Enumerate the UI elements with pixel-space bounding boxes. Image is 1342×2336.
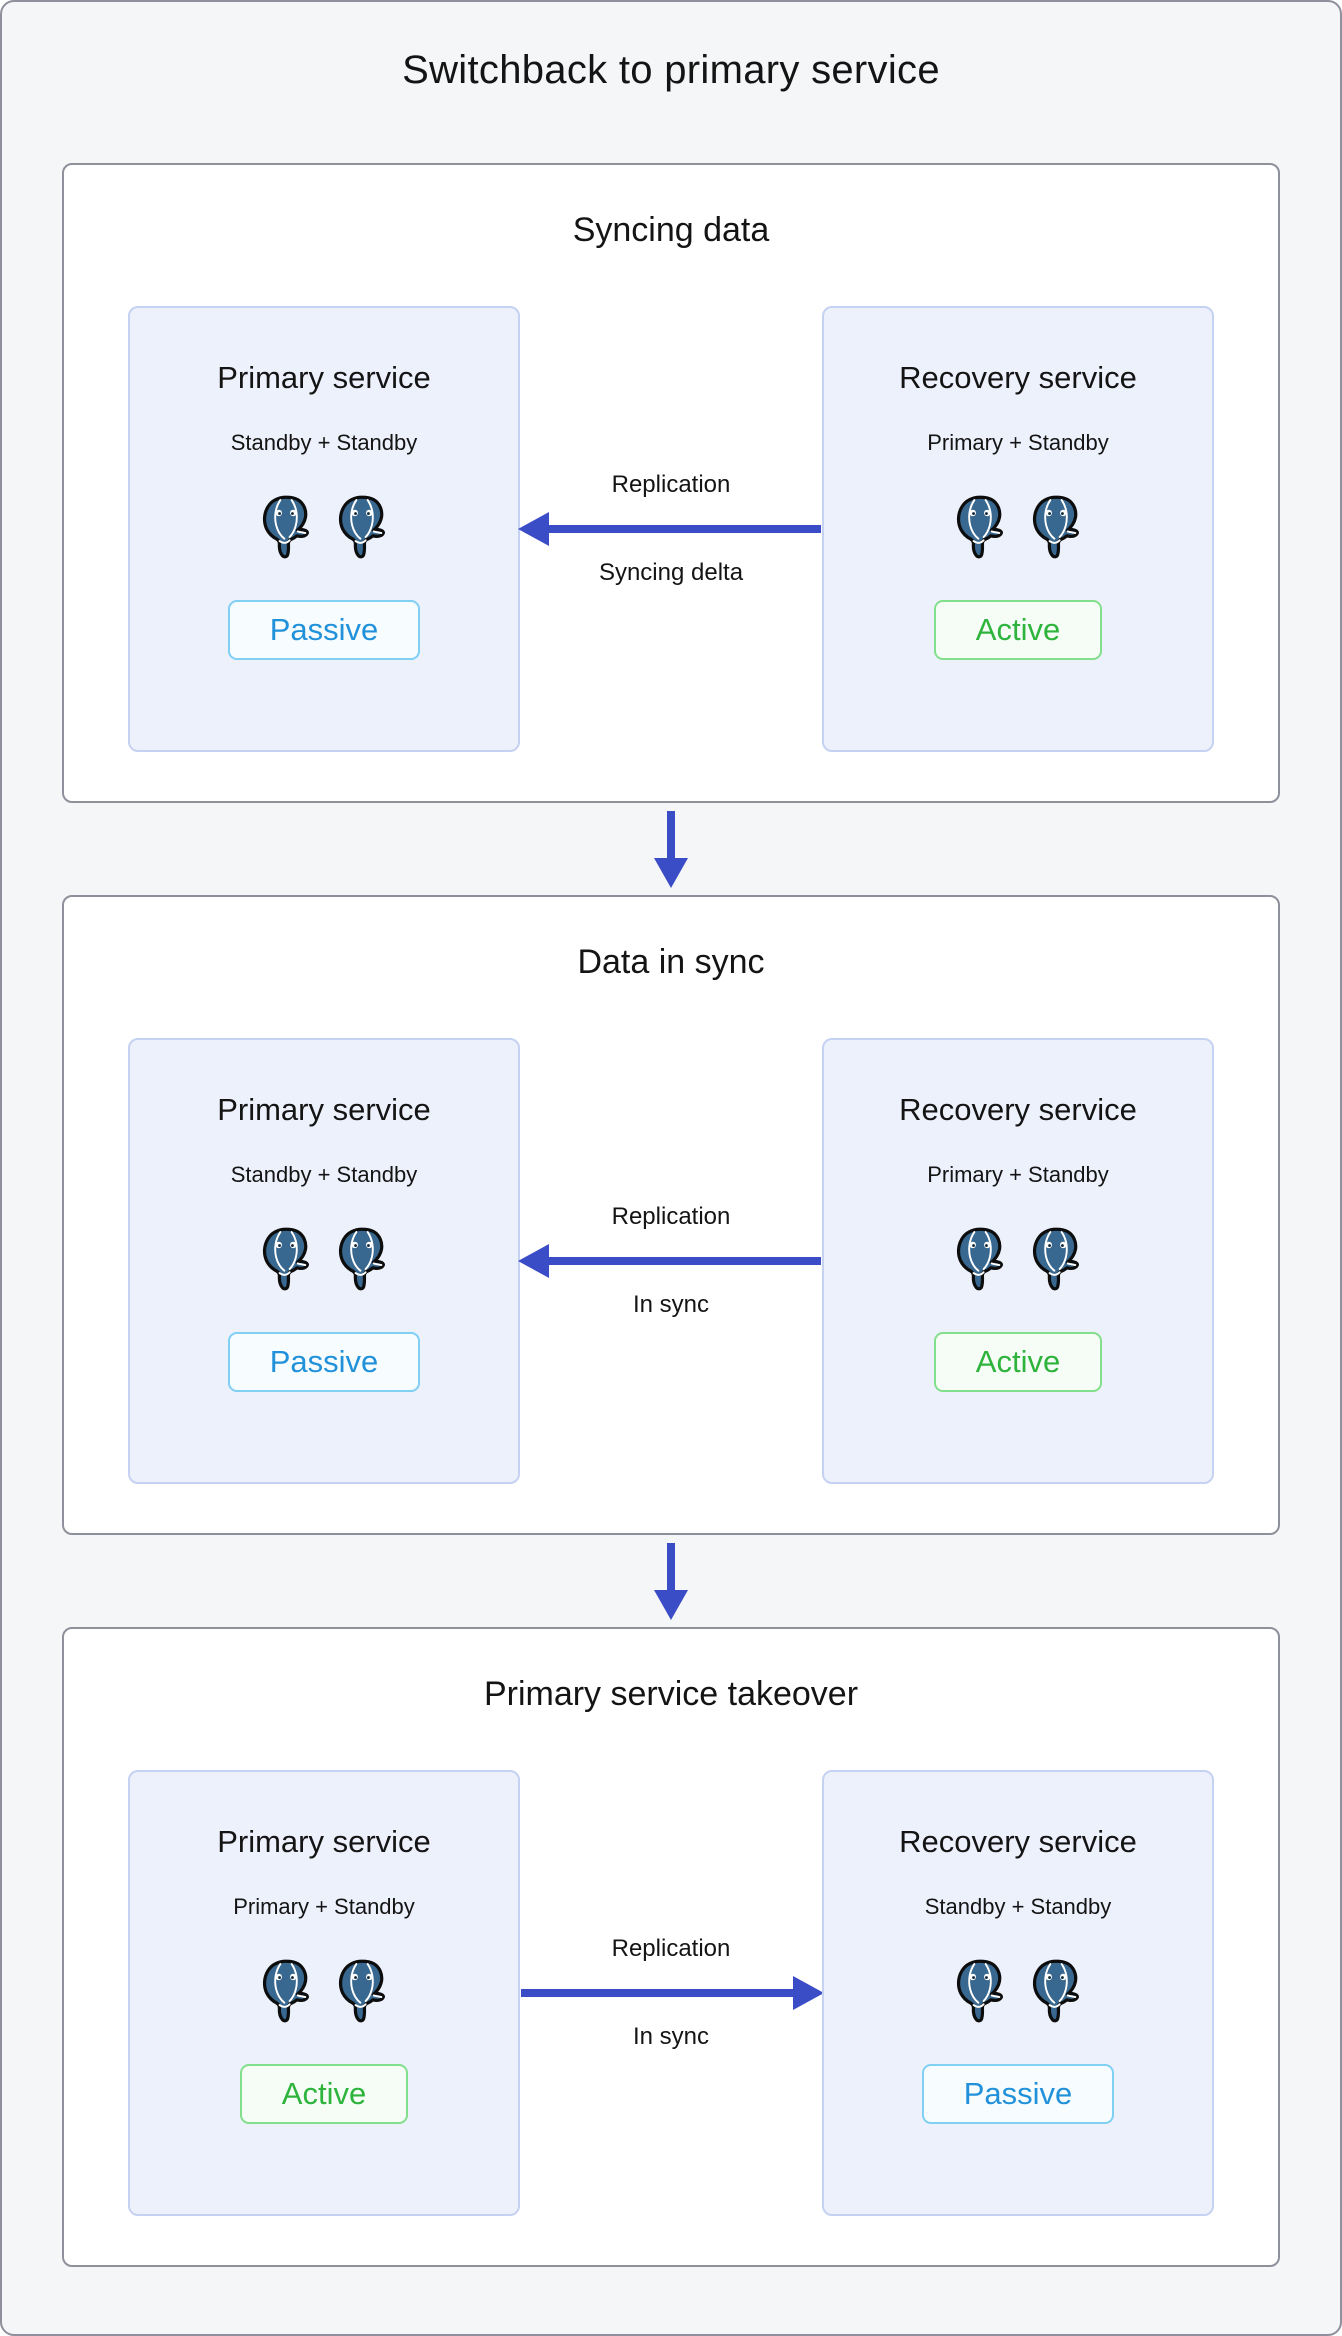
service-roles-label: Standby + Standby [924, 1894, 1112, 1919]
service-roles-label: Standby + Standby [230, 430, 418, 455]
replication-arrow-icon [518, 1244, 821, 1278]
page-title: Switchback to primary service [402, 48, 940, 92]
status-badge: Active [933, 1332, 1103, 1392]
service-title: Primary service [217, 360, 431, 395]
primary-service-card: Primary service Standby + Standby Passiv… [128, 1038, 520, 1484]
service-title: Recovery service [899, 360, 1137, 395]
postgresql-elephant-icon [260, 494, 312, 560]
database-icons-row [954, 1958, 1082, 2024]
arrow-label-bottom: In sync [632, 1291, 710, 1318]
arrow-label-bottom: Syncing delta [598, 559, 744, 586]
primary-service-card: Primary service Primary + Standby Active [128, 1770, 520, 2216]
arrow-label-top: Replication [611, 471, 731, 498]
postgresql-elephant-icon [1030, 494, 1082, 560]
down-arrow-icon [654, 811, 688, 888]
service-roles-label: Primary + Standby [927, 1162, 1109, 1187]
postgresql-elephant-icon [1030, 1226, 1082, 1292]
replication-arrow-icon [518, 512, 821, 546]
postgresql-elephant-icon [260, 1226, 312, 1292]
section-primary-service-takeover: Primary service takeover Primary service… [62, 1627, 1280, 2267]
section-header: Syncing data [572, 211, 770, 249]
section-header: Data in sync [577, 943, 765, 981]
arrow-label-top: Replication [611, 1935, 731, 1962]
database-icons-row [260, 1958, 388, 2024]
recovery-service-card: Recovery service Standby + Standby Passi… [822, 1770, 1214, 2216]
status-badge: Active [239, 2064, 409, 2124]
database-icons-row [260, 1226, 388, 1292]
service-roles-label: Primary + Standby [233, 1894, 415, 1919]
postgresql-elephant-icon [336, 494, 388, 560]
arrow-label-top: Replication [611, 1203, 731, 1230]
postgresql-elephant-icon [336, 1958, 388, 2024]
database-icons-row [954, 494, 1082, 560]
postgresql-elephant-icon [954, 494, 1006, 560]
replication-arrow-icon [521, 1976, 824, 2010]
flow-step-connector [62, 1535, 1280, 1627]
section-body: Primary service Primary + Standby Active… [64, 1770, 1278, 2216]
arrow-label-bottom: In sync [632, 2023, 710, 2050]
service-title: Recovery service [899, 1092, 1137, 1127]
status-badge: Active [933, 600, 1103, 660]
flow-step-connector [62, 803, 1280, 895]
status-badge: Passive [227, 1332, 421, 1392]
postgresql-elephant-icon [954, 1226, 1006, 1292]
service-title: Recovery service [899, 1824, 1137, 1859]
service-roles-label: Standby + Standby [230, 1162, 418, 1187]
section-data-in-sync: Data in sync Primary service Standby + S… [62, 895, 1280, 1535]
sections-container: Syncing data Primary service Standby + S… [2, 163, 1340, 2267]
recovery-service-card: Recovery service Primary + Standby Activ… [822, 306, 1214, 752]
postgresql-elephant-icon [1030, 1958, 1082, 2024]
section-header: Primary service takeover [483, 1675, 859, 1713]
service-title: Primary service [217, 1824, 431, 1859]
down-arrow-icon [654, 1543, 688, 1620]
status-badge: Passive [921, 2064, 1115, 2124]
postgresql-elephant-icon [260, 1958, 312, 2024]
database-icons-row [954, 1226, 1082, 1292]
service-title: Primary service [217, 1092, 431, 1127]
postgresql-elephant-icon [336, 1226, 388, 1292]
section-syncing-data: Syncing data Primary service Standby + S… [62, 163, 1280, 803]
replication-arrow-group: Replication Syncing delta [518, 306, 822, 752]
replication-arrow-group: Replication In sync [518, 1038, 822, 1484]
postgresql-elephant-icon [954, 1958, 1006, 2024]
status-badge: Passive [227, 600, 421, 660]
database-icons-row [260, 494, 388, 560]
replication-arrow-group: Replication In sync [520, 1770, 824, 2216]
primary-service-card: Primary service Standby + Standby Passiv… [128, 306, 520, 752]
service-roles-label: Primary + Standby [927, 430, 1109, 455]
section-body: Primary service Standby + Standby Passiv… [64, 1038, 1278, 1484]
recovery-service-card: Recovery service Primary + Standby Activ… [822, 1038, 1214, 1484]
section-body: Primary service Standby + Standby Passiv… [64, 306, 1278, 752]
